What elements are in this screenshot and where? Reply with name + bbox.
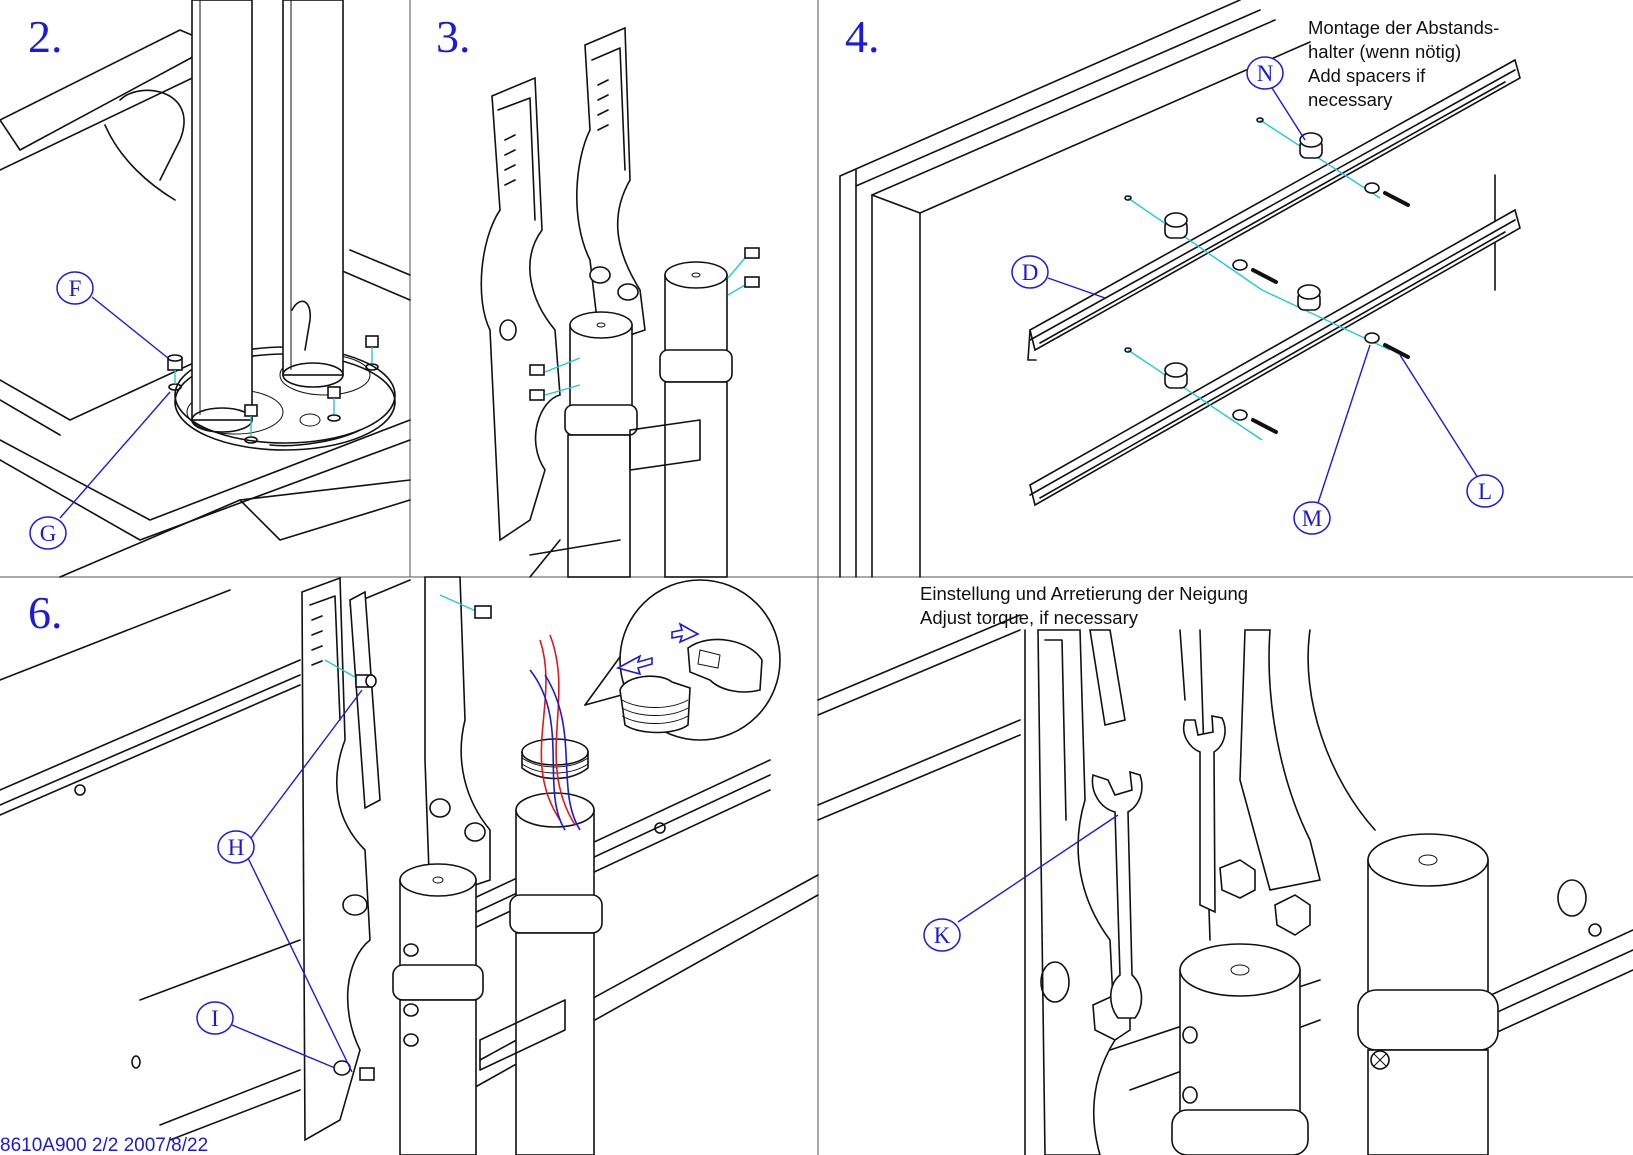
- svg-text:G: G: [40, 521, 57, 546]
- arrow-outline-icon: [615, 654, 653, 676]
- panel-step-2: 2.: [0, 0, 411, 578]
- arrow-outline-icon: [671, 622, 700, 644]
- svg-text:N: N: [1257, 61, 1274, 86]
- svg-text:L: L: [1478, 479, 1492, 504]
- step-number-6: 6.: [28, 587, 63, 638]
- callout-k: K: [923, 814, 1119, 952]
- detail-inset: [584, 579, 781, 741]
- svg-text:Montage der Abstands-: Montage der Abstands-: [1308, 17, 1499, 38]
- panel-tilt-adjust: Einstellung und Arretierung der Neigung …: [817, 583, 1633, 1155]
- callout-i: I: [196, 1001, 336, 1069]
- svg-text:Add spacers if: Add spacers if: [1308, 65, 1426, 86]
- tilt-note: Einstellung und Arretierung der Neigung …: [920, 583, 1248, 628]
- step-number-3: 3.: [436, 11, 471, 62]
- svg-text:K: K: [934, 923, 951, 948]
- document-footer: 8610A900 2/2 2007/8/22: [0, 1135, 208, 1155]
- svg-text:Einstellung und Arretierung de: Einstellung und Arretierung der Neigung: [920, 583, 1248, 604]
- panel-step-3: 3.: [436, 11, 760, 578]
- step-number-2: 2.: [28, 11, 63, 62]
- tv-back-drawing: [839, 0, 1521, 578]
- callout-h: H: [217, 689, 363, 1073]
- svg-text:necessary: necessary: [1308, 89, 1393, 110]
- svg-text:Adjust torque, if necessary: Adjust torque, if necessary: [920, 607, 1139, 628]
- panel-step-4: 4. Montage der Abstands- halter (wenn nö…: [839, 0, 1521, 578]
- callout-f: F: [56, 271, 169, 359]
- svg-text:I: I: [211, 1006, 219, 1031]
- bracket-assembly-drawing: [480, 26, 760, 578]
- callout-g: G: [29, 391, 171, 550]
- svg-text:F: F: [69, 276, 82, 301]
- base-frame-drawing: [0, 0, 411, 578]
- cable-routing-drawing: [0, 576, 819, 1155]
- svg-text:M: M: [1302, 506, 1322, 531]
- spacer-note: Montage der Abstands- halter (wenn nötig…: [1308, 17, 1499, 110]
- svg-text:halter (wenn nötig): halter (wenn nötig): [1308, 41, 1461, 62]
- callout-l: L: [1399, 354, 1504, 508]
- panel-step-6: 6.: [0, 576, 819, 1155]
- step-number-4: 4.: [845, 11, 880, 62]
- callout-d: D: [1011, 255, 1106, 299]
- wrench-tilt-drawing: [817, 614, 1633, 1155]
- callout-m: M: [1293, 344, 1371, 535]
- svg-text:D: D: [1022, 260, 1039, 285]
- callout-n: N: [1246, 56, 1306, 141]
- screw-f: [167, 354, 183, 391]
- svg-text:H: H: [228, 835, 245, 860]
